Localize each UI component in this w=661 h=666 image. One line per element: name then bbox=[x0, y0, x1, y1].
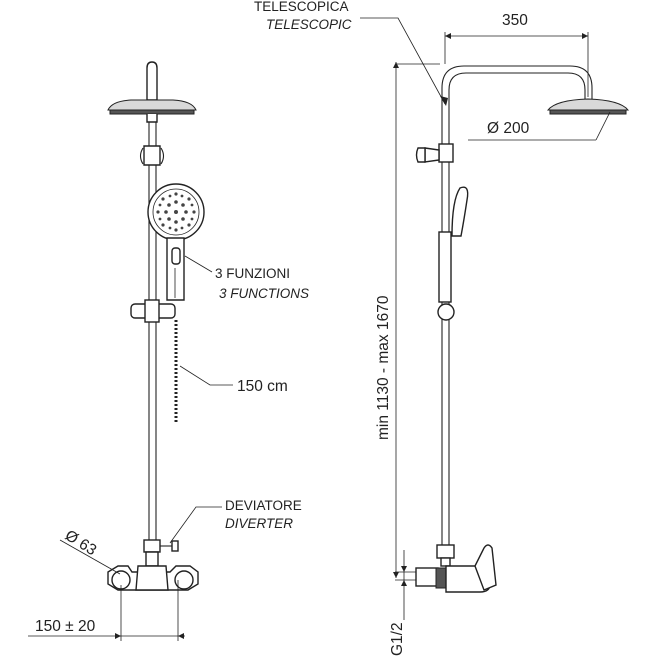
dim-head-diameter: Ø 200 bbox=[487, 120, 530, 137]
dim-thread: G1/2 bbox=[389, 622, 406, 656]
side-overhead-shower-head bbox=[546, 98, 630, 115]
side-riser-pipe bbox=[415, 143, 454, 545]
dim-handle-diameter: Ø 63 bbox=[62, 527, 100, 559]
dim-height-range: min 1130 - max 1670 bbox=[375, 295, 392, 440]
label-functions-en: 3 FUNCTIONS bbox=[219, 286, 309, 301]
dim-wall-distance: 150 ± 20 bbox=[35, 618, 96, 635]
front-slide-holder bbox=[130, 299, 176, 323]
front-view bbox=[28, 61, 233, 641]
label-diverter-it: DEVIATORE bbox=[225, 498, 302, 513]
dim-arm-length: 350 bbox=[502, 12, 528, 29]
label-telescopic-it: TELESCOPICA bbox=[254, 0, 349, 14]
label-telescopic-en: TELESCOPIC bbox=[266, 17, 352, 32]
side-view bbox=[360, 17, 630, 620]
label-functions-it: 3 FUNZIONI bbox=[215, 266, 290, 281]
side-slide-holder bbox=[437, 303, 455, 321]
front-overhead-shower-head bbox=[107, 61, 197, 123]
label-hose-length: 150 cm bbox=[237, 378, 288, 395]
front-hand-shower bbox=[147, 183, 205, 301]
side-shower-arm bbox=[441, 65, 593, 146]
side-hand-shower bbox=[438, 186, 469, 303]
front-riser-pipe bbox=[139, 122, 165, 540]
label-diverter-en: DIVERTER bbox=[225, 516, 293, 531]
side-diverter-mixer bbox=[395, 544, 497, 593]
front-diverter-mixer bbox=[107, 539, 199, 591]
